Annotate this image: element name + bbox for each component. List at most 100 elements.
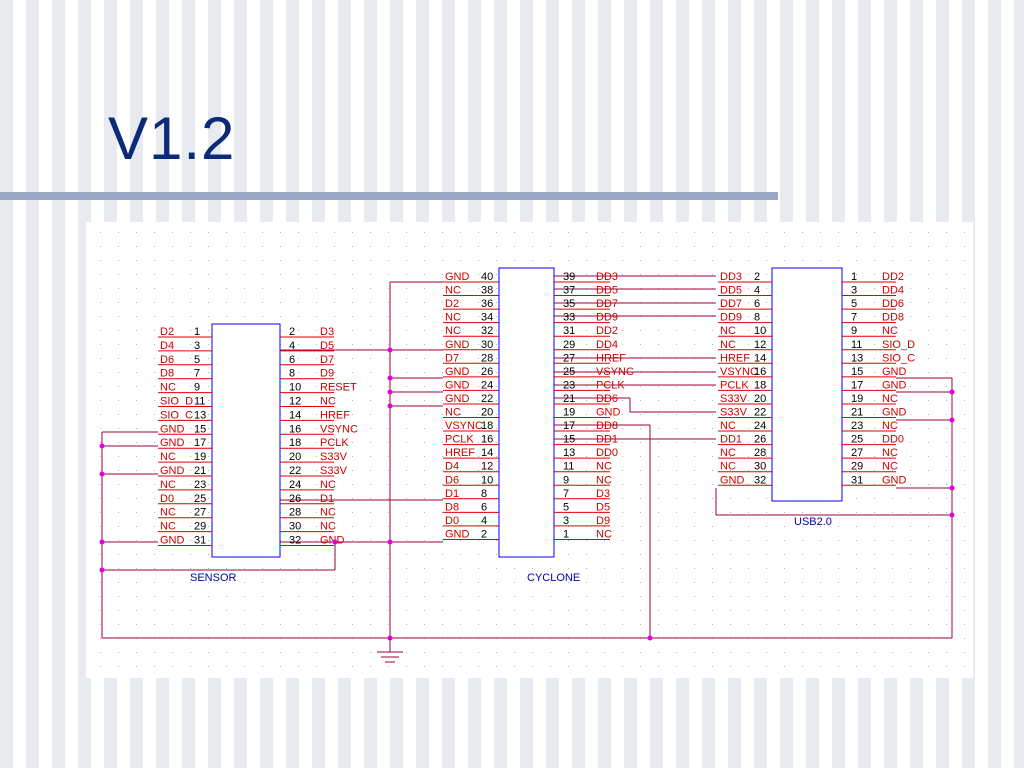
pin-label: NC: [720, 420, 736, 432]
pin-number: 2: [754, 271, 760, 283]
pin-label: NC: [320, 507, 336, 519]
pin-label: DD7: [596, 298, 618, 310]
pin-number: 18: [481, 420, 493, 432]
component-body: [771, 267, 843, 502]
pin-number: 22: [754, 407, 766, 419]
pin-number: 12: [754, 339, 766, 351]
pin-number: 36: [481, 298, 493, 310]
pin-label: NC: [882, 447, 898, 459]
pin-label: RESET: [320, 382, 357, 394]
pin-label: DD4: [882, 285, 904, 297]
pin-number: 21: [194, 465, 206, 477]
pin-number: 25: [563, 366, 575, 378]
pin-label: GND: [720, 474, 745, 486]
pin-label: GND: [445, 366, 470, 378]
pin-label: NC: [320, 479, 336, 491]
pin-label: NC: [160, 479, 176, 491]
pin-number: 11: [563, 461, 574, 473]
pin-number: 9: [851, 325, 857, 337]
pin-label: D9: [320, 368, 334, 380]
pin-label: SIO_D: [160, 396, 193, 408]
pin-label: D2: [160, 326, 174, 338]
pin-number: 1: [194, 326, 200, 338]
pin-label: D4: [160, 340, 174, 352]
pin-number: 31: [563, 325, 575, 337]
pin-label: NC: [720, 325, 736, 337]
junction-dot: [949, 417, 955, 423]
pin-label: D5: [320, 340, 334, 352]
pin-label: HREF: [720, 352, 750, 364]
junction-dot: [99, 539, 105, 545]
pin-number: 5: [563, 501, 569, 513]
pin-label: D8: [160, 368, 174, 380]
pin-label: NC: [882, 420, 898, 432]
pin-number: 20: [754, 393, 766, 405]
pin-label: VSYNC: [445, 420, 483, 432]
pin-label: NC: [596, 528, 612, 540]
pin-label: NC: [882, 325, 898, 337]
pin-number: 19: [194, 451, 206, 463]
pin-number: 27: [194, 507, 206, 519]
pin-label: DD0: [882, 434, 904, 446]
pin-label: GND: [882, 366, 907, 378]
pin-number: 9: [194, 382, 200, 394]
junction-dot: [387, 403, 393, 409]
pin-number: 29: [194, 521, 206, 533]
pin-label: DD4: [596, 339, 618, 351]
junction-dot: [387, 539, 393, 545]
pin-label: DD0: [596, 447, 618, 459]
pin-number: 17: [563, 420, 575, 432]
pin-number: 29: [563, 339, 575, 351]
title-divider: [0, 192, 778, 200]
pin-number: 26: [754, 434, 766, 446]
pin-number: 15: [563, 434, 575, 446]
junction-dot: [99, 443, 105, 449]
pin-label: HREF: [320, 409, 350, 421]
pin-number: 35: [563, 298, 575, 310]
pin-label: GND: [882, 379, 907, 391]
pin-number: 30: [754, 461, 766, 473]
pin-label: D0: [160, 493, 174, 505]
pin-number: 6: [289, 354, 295, 366]
pin-number: 10: [481, 474, 493, 486]
junction-dot: [647, 635, 653, 641]
pin-label: GND: [445, 379, 470, 391]
junction-dot: [387, 389, 393, 395]
pin-label: D3: [596, 488, 610, 500]
pin-number: 32: [289, 535, 301, 547]
pin-number: 27: [851, 447, 863, 459]
pin-number: 13: [194, 409, 206, 421]
pin-label: NC: [445, 285, 461, 297]
component-name: SENSOR: [190, 572, 237, 584]
pin-label: DD1: [720, 434, 742, 446]
pin-number: 17: [851, 379, 863, 391]
pin-number: 6: [481, 501, 487, 513]
pin-number: 21: [851, 407, 863, 419]
pin-label: D1: [445, 488, 459, 500]
pin-number: 16: [289, 423, 301, 435]
pin-number: 37: [563, 285, 575, 297]
pin-number: 24: [754, 420, 766, 432]
junction-dot: [949, 389, 955, 395]
pin-number: 25: [194, 493, 206, 505]
pin-label: NC: [160, 451, 176, 463]
pin-label: GND: [445, 528, 470, 540]
pin-label: NC: [160, 521, 176, 533]
pin-label: S33V: [720, 393, 748, 405]
pin-label: DD6: [882, 298, 904, 310]
pin-label: GND: [320, 535, 345, 547]
pin-label: DD7: [720, 298, 742, 310]
pin-number: 5: [851, 298, 857, 310]
pin-number: 8: [754, 312, 760, 324]
pin-number: 14: [754, 352, 766, 364]
pin-number: 2: [481, 528, 487, 540]
pin-number: 40: [481, 271, 493, 283]
pin-label: NC: [720, 339, 736, 351]
pin-label: S33V: [320, 451, 348, 463]
pin-number: 27: [563, 352, 575, 364]
pin-label: D6: [445, 474, 459, 486]
pin-label: DD1: [596, 434, 618, 446]
